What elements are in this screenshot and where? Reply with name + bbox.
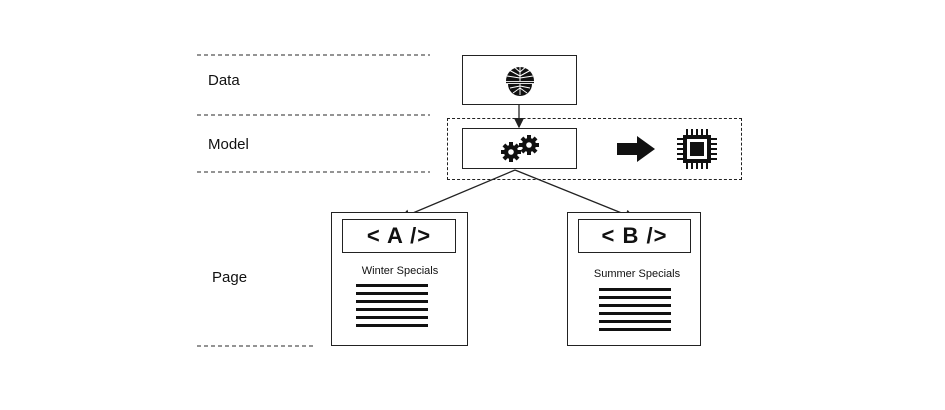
text-line [599, 312, 671, 315]
text-line [356, 300, 428, 303]
text-line [356, 292, 428, 295]
model-box [462, 128, 577, 169]
model-to-page-b-arrow [514, 169, 636, 220]
data-layer-label: Data [208, 72, 240, 89]
page-layer-label: Page [212, 269, 248, 286]
text-line [599, 304, 671, 307]
page-a-title: Winter Specials [361, 265, 439, 277]
page-a-tag: < A /> [342, 219, 456, 253]
model-to-page-a-arrow [399, 169, 516, 220]
page-b-title: Summer Specials [593, 268, 681, 280]
text-line [356, 308, 428, 311]
text-line [356, 324, 428, 327]
microchip-icon [677, 129, 717, 169]
model-layer-label: Model [208, 136, 249, 153]
model-container [447, 118, 742, 180]
gears-icon [501, 135, 539, 162]
text-line [356, 284, 428, 287]
text-line [356, 316, 428, 319]
text-line [599, 296, 671, 299]
data-box [462, 55, 577, 105]
text-line [599, 328, 671, 331]
page-b-tag: < B /> [578, 219, 691, 253]
right-arrow-icon [617, 136, 655, 162]
text-line [599, 288, 671, 291]
tree-with-roots-icon [506, 65, 534, 96]
text-line [599, 320, 671, 323]
